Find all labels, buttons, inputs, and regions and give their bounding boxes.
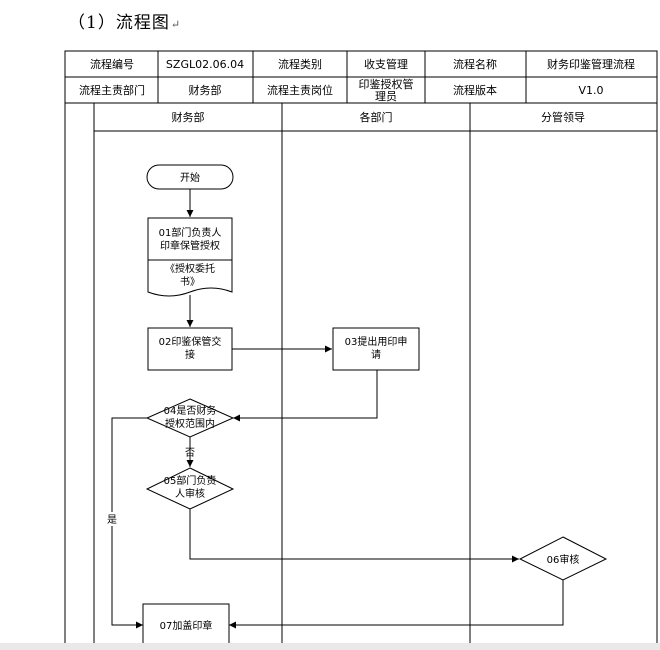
cell-dept-value: 财务部: [189, 83, 222, 97]
start-label: 开始: [180, 171, 200, 184]
cell-version-label: 流程版本: [453, 83, 497, 97]
cell-post-value-line1: 印鉴授权管: [359, 77, 414, 91]
cell-dept-label: 流程主责部门: [79, 83, 145, 97]
step-02-label-line1: 02印鉴保管交: [159, 335, 222, 348]
document-shape: [147, 259, 233, 297]
step-01-box: [147, 217, 233, 261]
heading-text: （1）流程图: [68, 13, 170, 33]
cell-post-label: 流程主责岗位: [267, 83, 333, 97]
section-heading: （1）流程图↵: [68, 8, 181, 33]
step-01-label-line1: 01部门负责人: [159, 226, 222, 239]
step-06-label: 06审核: [547, 553, 580, 566]
step-04-label-line2: 授权范围内: [165, 417, 215, 430]
lane-leader: 分管领导: [541, 110, 585, 124]
cell-category-value: 收支管理: [364, 57, 408, 71]
step-06-decision: [518, 536, 608, 581]
step-04-label-line1: 04是否财务: [164, 404, 217, 417]
step-03-label-line1: 03提出用印申: [345, 335, 408, 348]
document-label-line1: 《授权委托: [165, 262, 215, 275]
no-label: 否: [185, 447, 195, 459]
lane-finance: 财务部: [172, 110, 205, 124]
lane-departments: 各部门: [360, 110, 393, 124]
yes-label: 是: [107, 514, 117, 526]
cell-process-id-value: SZGL02.06.04: [166, 58, 244, 71]
step-05-label-line1: 05部门负责: [164, 474, 217, 487]
return-mark-icon: ↵: [170, 18, 182, 31]
step-04-decision: [145, 398, 235, 438]
cell-name-value: 财务印鉴管理流程: [547, 57, 635, 71]
step-05-label-line2: 人审核: [175, 487, 205, 500]
step-02-box: [147, 327, 233, 371]
cell-name-label: 流程名称: [453, 57, 497, 71]
bottom-edge: [0, 643, 660, 650]
step-01-label-line2: 印章保管授权: [160, 239, 220, 252]
step-07-label: 07加盖印章: [160, 619, 213, 632]
info-table: [64, 50, 658, 104]
step-03-label-line2: 请: [371, 348, 381, 361]
step-02-label-line2: 接: [185, 348, 195, 361]
step-03-box: [332, 327, 420, 371]
cell-category-label: 流程类别: [278, 57, 322, 71]
start-terminator: [146, 164, 234, 190]
cell-process-id-label: 流程编号: [90, 57, 134, 71]
document-label-line2: 书》: [180, 276, 200, 288]
step-05-decision: [145, 467, 235, 510]
cell-post-value-line2: 理员: [375, 90, 397, 103]
cell-version-value: V1.0: [578, 84, 603, 97]
